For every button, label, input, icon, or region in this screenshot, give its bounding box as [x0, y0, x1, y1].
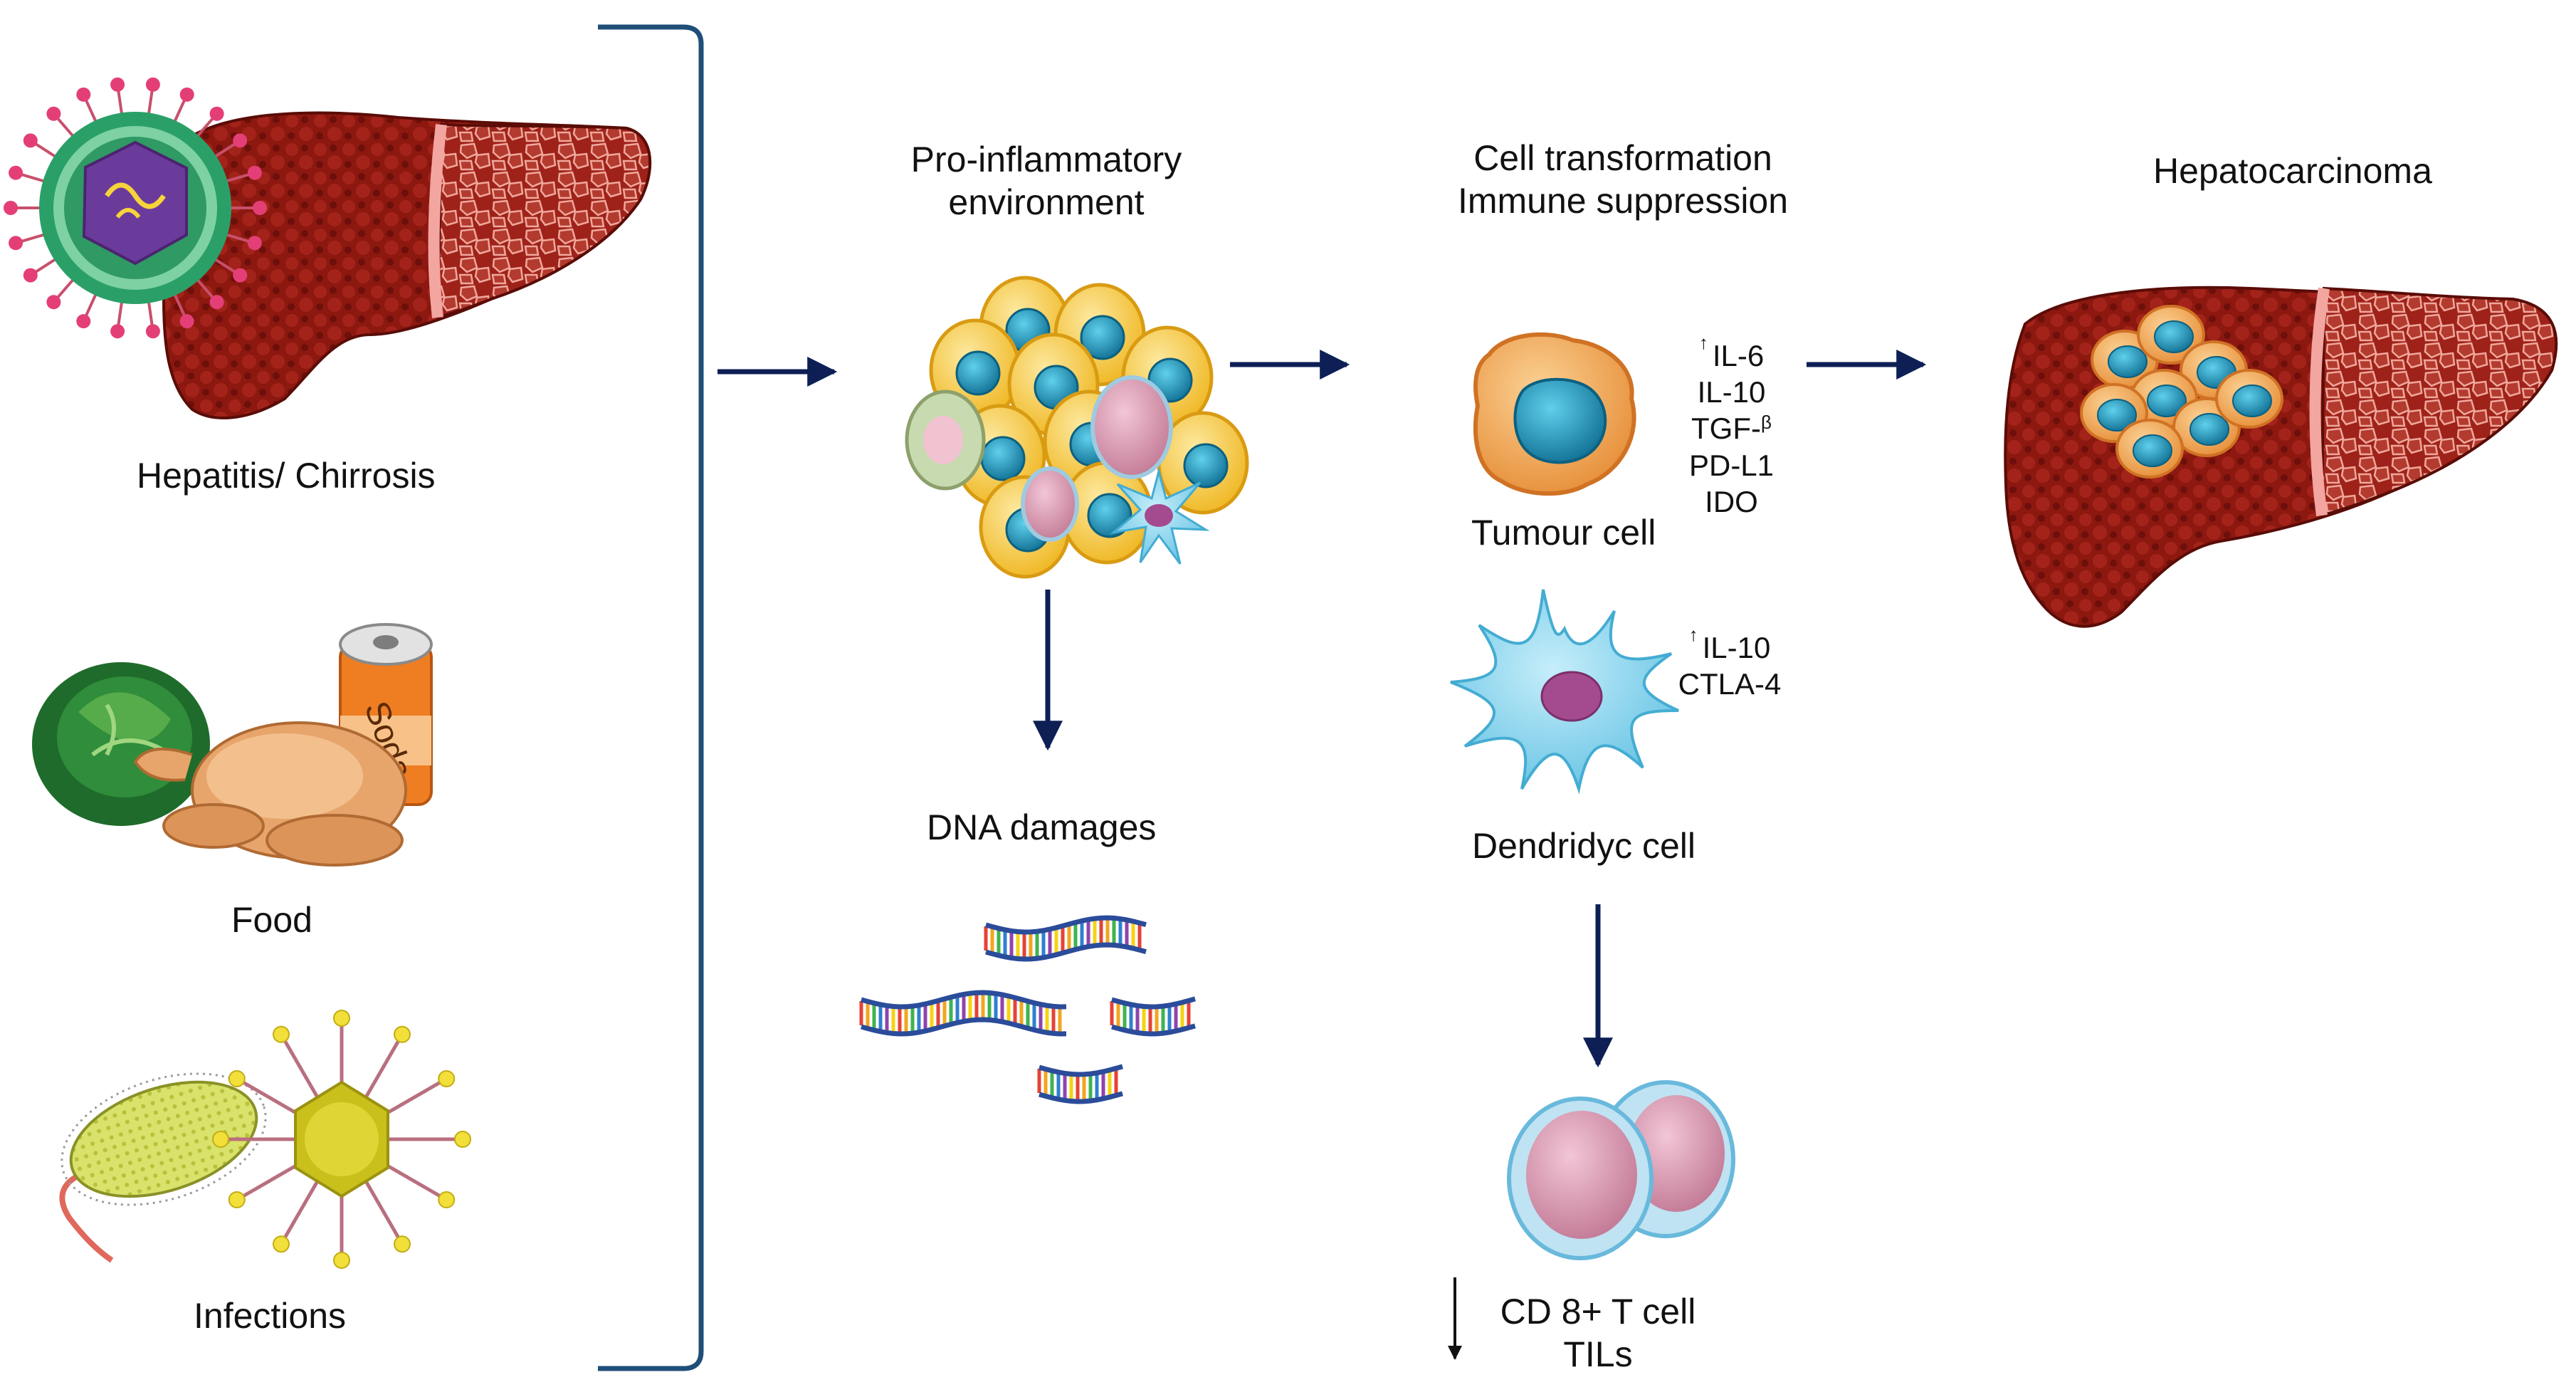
- tumour-cell-label: Tumour cell: [1471, 513, 1656, 553]
- infections-label: Infections: [194, 1296, 347, 1336]
- cd8-t-cell-illustration: [1507, 1080, 1735, 1260]
- dendritic-marker-il10: ↑IL-10: [1688, 624, 1771, 664]
- dendritic-marker-ctla4: CTLA-4: [1678, 667, 1782, 701]
- inflammatory-cell-cluster: [905, 276, 1249, 579]
- tumour-cytokine-pdl1: PD-L1: [1688, 448, 1775, 482]
- hepatitis-liver-illustration: [162, 111, 652, 419]
- tumour-cytokine-il10: IL-10: [1697, 375, 1766, 409]
- tumour-cytokine-il6: ↑IL-6: [1698, 332, 1765, 372]
- cd8-line1: CD 8+ T cell: [1500, 1292, 1696, 1331]
- dendritic-cell-label: Dendridyc cell: [1472, 826, 1696, 866]
- pro-inflammatory-line1: Pro-inflammatory: [910, 140, 1182, 179]
- up-arrow-icon: ↑: [1688, 624, 1698, 645]
- risk-factor-bracket: [598, 24, 704, 1371]
- transformation-title: Cell transformation Immune suppression: [1409, 137, 1836, 222]
- transformation-line1: Cell transformation: [1473, 138, 1772, 178]
- cd8-tcell-label: CD 8+ T cell TILs: [1481, 1290, 1715, 1376]
- dendritic-cell-illustration: [1450, 589, 1679, 795]
- cd8-line2: TILs: [1563, 1334, 1633, 1374]
- transformation-line2: Immune suppression: [1457, 181, 1789, 221]
- hepatocarcinoma-title: Hepatocarcinoma: [2153, 151, 2432, 191]
- dendritic-marker-list: ↑IL-10 CTLA-4: [1658, 624, 1801, 702]
- pro-inflammatory-title: Pro-inflammatory environment: [868, 138, 1224, 224]
- dna-strands: [859, 915, 1196, 1104]
- pro-inflammatory-line2: environment: [948, 182, 1145, 222]
- virus-particle-icon: [212, 1010, 471, 1269]
- roast-chicken-icon: [133, 721, 407, 867]
- dendritic-cell-small: [1109, 467, 1210, 565]
- down-arrow-icon: [1448, 1277, 1462, 1360]
- up-arrow-icon: ↑: [1698, 332, 1708, 353]
- dna-damages-label: DNA damages: [927, 807, 1157, 847]
- food-label: Food: [231, 900, 312, 940]
- cabbage-icon: [32, 662, 210, 826]
- hepatitis-virus-icon: [4, 77, 267, 339]
- hepatocarcinoma-liver-illustration: [2004, 286, 2558, 628]
- bacterium-icon: [59, 1072, 267, 1263]
- tumour-cytokine-ido: IDO: [1705, 484, 1758, 518]
- tumour-cell-illustration: [1473, 332, 1636, 496]
- tumour-cytokine-tgfb: TGF-β: [1691, 412, 1772, 446]
- tumour-cytokine-list: ↑IL-6 IL-10 TGF-β PD-L1 IDO: [1666, 332, 1797, 520]
- hepatitis-label: Hepatitis/ Chirrosis: [137, 456, 436, 496]
